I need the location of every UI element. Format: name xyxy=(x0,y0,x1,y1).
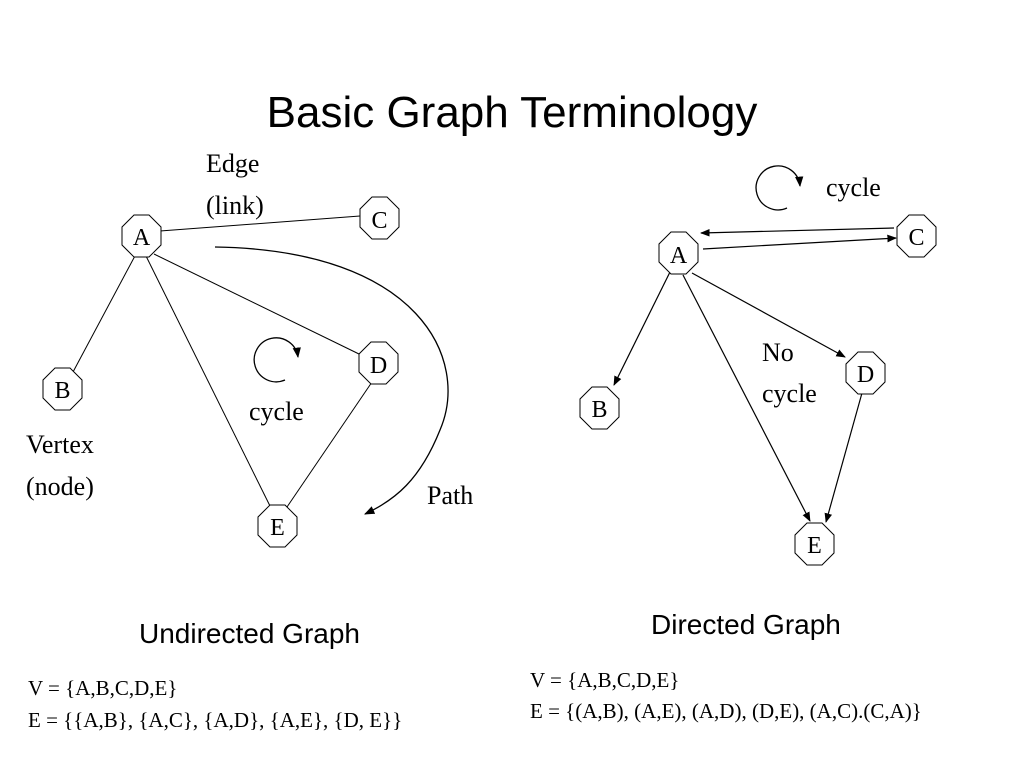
node-d-label: D xyxy=(857,362,874,388)
node-a-label: A xyxy=(670,243,688,269)
path-label: Path xyxy=(427,481,473,510)
node-c: C xyxy=(896,214,937,258)
no-cycle-line1: No xyxy=(762,338,794,367)
edge-d-e xyxy=(824,392,863,523)
path-arrow xyxy=(214,246,449,515)
node-a-label: A xyxy=(133,225,151,251)
edge-a-e xyxy=(145,255,272,509)
node-a: A xyxy=(658,231,699,275)
undirected-caption: Undirected Graph xyxy=(139,618,360,649)
cycle-icon xyxy=(253,337,301,383)
no-cycle-line2: cycle xyxy=(762,379,817,408)
edge-a-d xyxy=(153,253,360,355)
node-b: B xyxy=(42,367,83,411)
node-c: C xyxy=(359,196,400,240)
cycle-label: cycle xyxy=(826,173,881,202)
node-e: E xyxy=(257,504,298,548)
edge-d-e xyxy=(286,381,373,508)
node-d-label: D xyxy=(370,353,387,379)
directed-v-set: V = {A,B,C,D,E} xyxy=(530,668,679,692)
edge-a-c xyxy=(159,215,361,232)
edge-a-d xyxy=(691,272,846,358)
undirected-e-set: E = {{A,B}, {A,C}, {A,D}, {A,E}, {D, E}} xyxy=(28,708,402,732)
node-a: A xyxy=(121,214,162,258)
node-b-label: B xyxy=(591,397,607,423)
edge-label-line2: (link) xyxy=(206,191,264,220)
directed-e-set: E = {(A,B), (A,E), (A,D), (D,E), (A,C).(… xyxy=(530,699,922,723)
edge-a-b xyxy=(613,271,671,386)
cycle-icon xyxy=(755,165,804,211)
edge-c-a xyxy=(700,227,895,237)
node-b: B xyxy=(579,386,620,430)
node-d: D xyxy=(845,351,886,395)
edge-a-c xyxy=(702,234,897,250)
undirected-graph: A C B D E Edge (link) Vertex (node) xyxy=(26,149,473,732)
node-c-label: C xyxy=(908,225,924,251)
edge-a-e xyxy=(682,274,811,522)
directed-caption: Directed Graph xyxy=(651,609,841,640)
cycle-label: cycle xyxy=(249,397,304,426)
node-e: E xyxy=(794,522,835,566)
slide-title: Basic Graph Terminology xyxy=(266,88,758,137)
vertex-label-line1: Vertex xyxy=(26,430,94,459)
undirected-v-set: V = {A,B,C,D,E} xyxy=(28,676,177,700)
vertex-label-line2: (node) xyxy=(26,472,94,501)
directed-graph: A C B D E cycle No cycle Directed Gr xyxy=(530,165,937,723)
edge-a-b xyxy=(72,253,137,373)
node-e-label: E xyxy=(807,533,822,559)
node-b-label: B xyxy=(54,378,70,404)
node-c-label: C xyxy=(371,208,387,234)
node-e-label: E xyxy=(270,515,285,541)
node-d: D xyxy=(358,341,399,385)
edge-label-line1: Edge xyxy=(206,149,259,178)
